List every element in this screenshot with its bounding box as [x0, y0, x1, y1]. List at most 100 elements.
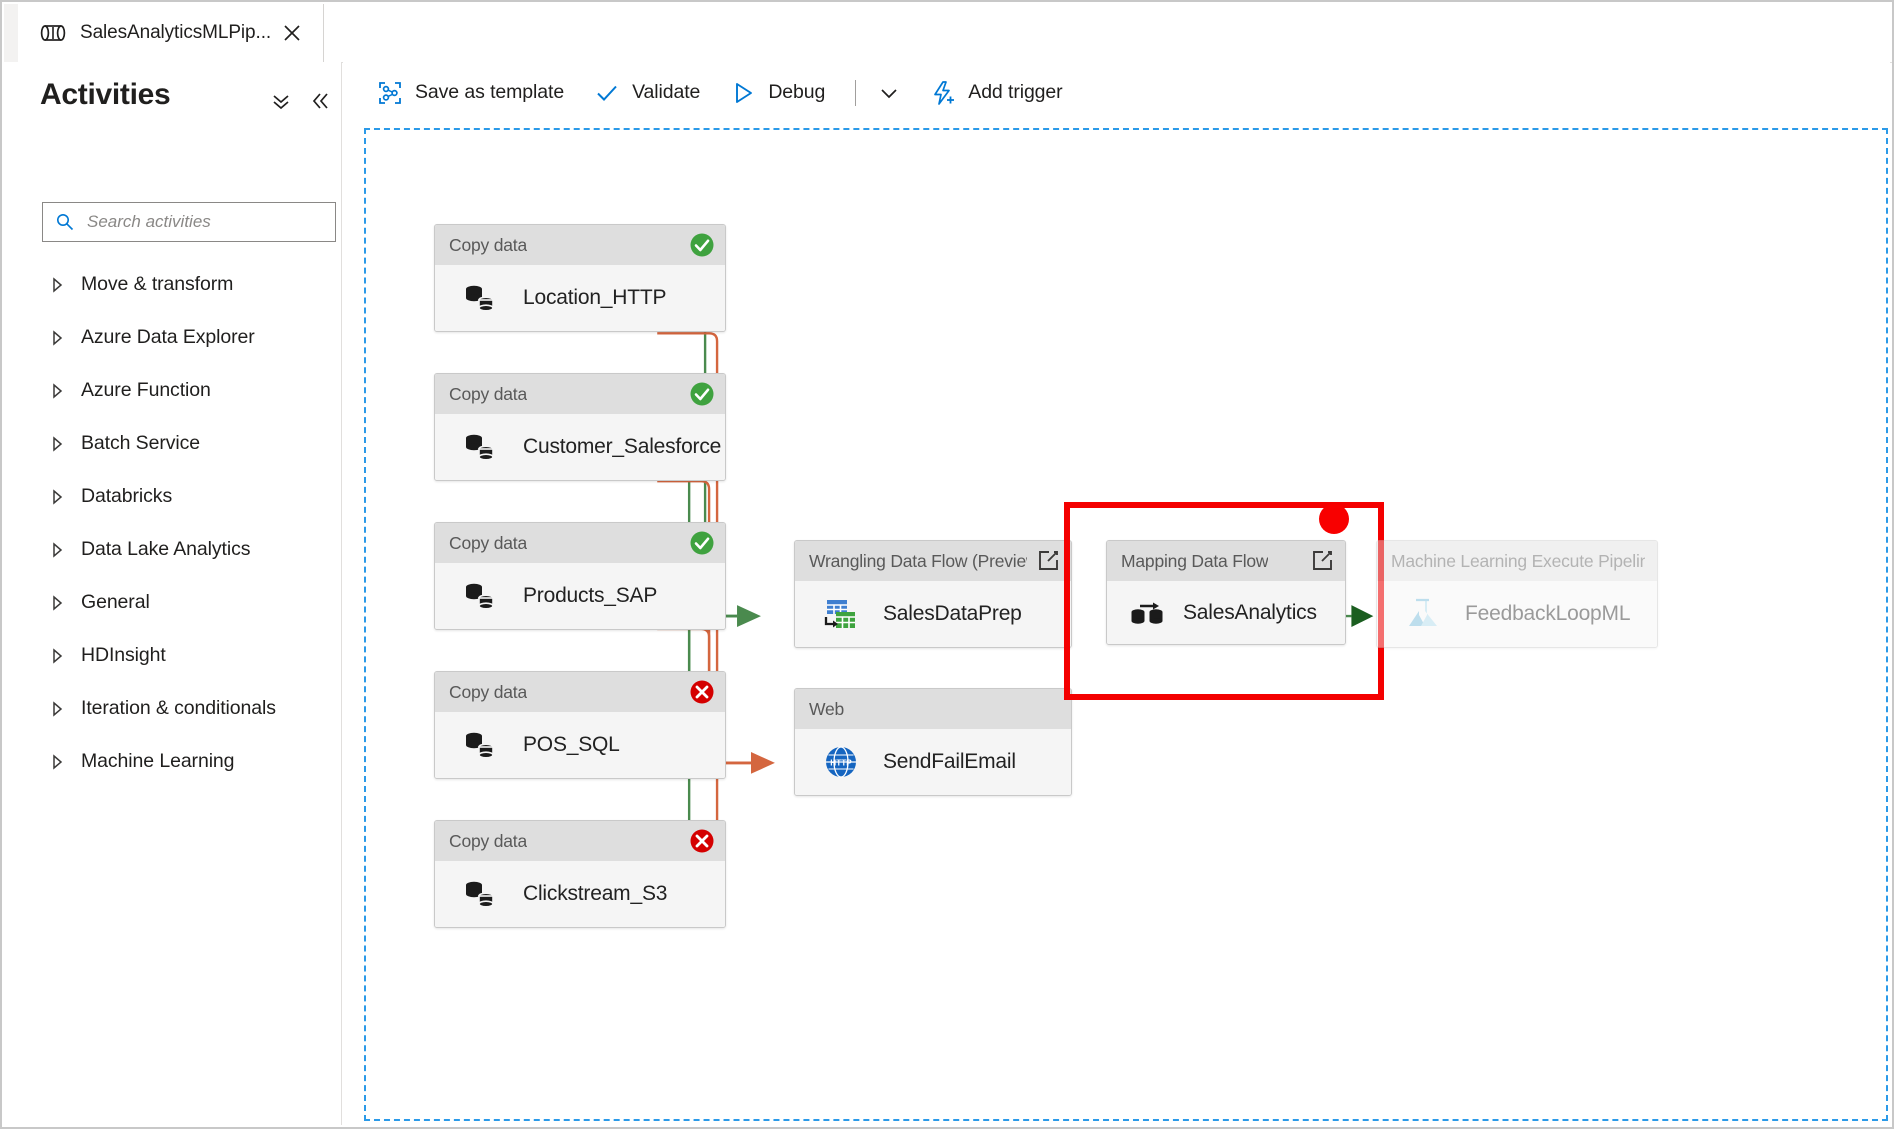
- node-name-label: SendFailEmail: [883, 750, 1016, 773]
- validate-button[interactable]: Validate: [582, 71, 712, 115]
- sidebar-item-azure-function[interactable]: Azure Function: [4, 364, 342, 417]
- node-body: SalesAnalytics: [1107, 581, 1345, 644]
- mapping-data-flow-icon: [1127, 593, 1167, 633]
- status-badge-success: [689, 232, 715, 258]
- node-body: Customer_Salesforce: [435, 414, 725, 480]
- debug-more-chevron-down-icon[interactable]: [868, 72, 910, 114]
- page-title: Activities: [40, 78, 171, 111]
- chevron-right-icon: [48, 594, 63, 611]
- sidebar-item-iteration-conditionals[interactable]: Iteration & conditionals: [4, 682, 342, 735]
- node-type-label: Wrangling Data Flow (Preview: [809, 550, 1027, 571]
- activity-node-pos-sql[interactable]: Copy data: [434, 671, 726, 779]
- sidebar-item-azure-data-explorer[interactable]: Azure Data Explorer: [4, 311, 342, 364]
- node-name-label: Customer_Salesforce: [523, 435, 722, 458]
- pipeline-toolbar: Save as template Validate Debug: [343, 62, 1890, 124]
- pipeline-canvas[interactable]: Copy data: [364, 128, 1888, 1121]
- arrowhead-into-feedbackloopml: [1351, 605, 1374, 627]
- arrowhead-into-sendfailemail: [750, 751, 775, 774]
- search-activities-box[interactable]: [42, 202, 336, 242]
- chevron-right-icon: [48, 382, 63, 399]
- node-body: FeedbackLoopML: [1377, 581, 1657, 647]
- activity-node-products-sap[interactable]: Copy data: [434, 522, 726, 630]
- activity-node-feedbackloopml[interactable]: Machine Learning Execute Pipeline Feedba…: [1376, 540, 1658, 648]
- activities-list: Move & transform Azure Data Explorer Azu…: [4, 258, 342, 788]
- search-icon: [55, 212, 75, 232]
- debug-label: Debug: [768, 81, 826, 103]
- chevron-right-icon: [48, 753, 63, 770]
- checkmark-icon: [594, 80, 620, 106]
- breakpoint-indicator[interactable]: [1319, 504, 1349, 534]
- node-name-label: SalesAnalytics: [1183, 601, 1317, 624]
- sidebar-item-label: Move & transform: [81, 273, 234, 295]
- node-name-label: FeedbackLoopML: [1465, 602, 1631, 625]
- sidebar-item-general[interactable]: General: [4, 576, 342, 629]
- node-name-label: Clickstream_S3: [523, 882, 668, 905]
- chevron-right-icon: [48, 329, 63, 346]
- activities-panel: Activities: [4, 62, 342, 1125]
- activity-node-salesdataprep[interactable]: Wrangling Data Flow (Preview: [794, 540, 1072, 648]
- copy-data-icon: [461, 427, 501, 467]
- play-icon: [730, 80, 756, 106]
- activity-node-sendfailemail[interactable]: Web HTTP SendFailEmail: [794, 688, 1072, 796]
- sidebar-item-batch-service[interactable]: Batch Service: [4, 417, 342, 470]
- validate-label: Validate: [632, 81, 701, 103]
- save-as-template-button[interactable]: Save as template: [365, 71, 576, 115]
- debug-button[interactable]: Debug: [718, 71, 837, 115]
- chevron-right-icon: [48, 276, 63, 293]
- arrowhead-into-salesdataprep: [737, 605, 761, 627]
- sidebar-item-label: Azure Data Explorer: [81, 326, 255, 348]
- collapse-all-icon[interactable]: [268, 88, 294, 114]
- copy-data-icon: [461, 278, 501, 318]
- node-type-label: Machine Learning Execute Pipeline: [1391, 550, 1645, 571]
- copy-data-icon: [461, 576, 501, 616]
- search-input[interactable]: [85, 211, 315, 233]
- open-external-icon[interactable]: [1309, 548, 1335, 574]
- open-external-icon[interactable]: [1035, 548, 1061, 574]
- activity-node-location-http[interactable]: Copy data: [434, 224, 726, 332]
- toolbar-divider: [855, 79, 857, 106]
- chevron-right-icon: [48, 541, 63, 558]
- node-header: Web: [795, 689, 1071, 729]
- sidebar-item-label: Data Lake Analytics: [81, 538, 251, 560]
- wrangling-data-flow-icon: [821, 594, 861, 634]
- sidebar-item-hdinsight[interactable]: HDInsight: [4, 629, 342, 682]
- close-icon[interactable]: [281, 22, 303, 44]
- node-header: Copy data: [435, 225, 725, 265]
- node-header: Copy data: [435, 374, 725, 414]
- node-body: Products_SAP: [435, 563, 725, 629]
- sidebar-item-label: Databricks: [81, 485, 173, 507]
- sidebar-item-move-transform[interactable]: Move & transform: [4, 258, 342, 311]
- copy-data-icon: [461, 874, 501, 914]
- chevron-right-icon: [48, 700, 63, 717]
- tab-salesanalyticsmlpipeline[interactable]: SalesAnalyticsMLPip...: [18, 4, 324, 62]
- pipeline-icon: [40, 22, 66, 44]
- node-type-label: Copy data: [449, 234, 527, 255]
- node-body: Location_HTTP: [435, 265, 725, 331]
- activity-node-customer-salesforce[interactable]: Copy data: [434, 373, 726, 481]
- add-trigger-button[interactable]: Add trigger: [918, 71, 1074, 115]
- collapse-panel-icon[interactable]: [306, 88, 332, 114]
- activity-node-clickstream-s3[interactable]: Copy data: [434, 820, 726, 928]
- save-as-template-label: Save as template: [415, 81, 565, 103]
- node-body: Clickstream_S3: [435, 861, 725, 927]
- sidebar-item-label: Batch Service: [81, 432, 201, 454]
- tab-strip-empty-area: [324, 4, 1892, 62]
- sidebar-item-databricks[interactable]: Databricks: [4, 470, 342, 523]
- save-as-template-icon: [377, 80, 403, 106]
- sidebar-item-label: Azure Function: [81, 379, 211, 401]
- sidebar-item-label: Iteration & conditionals: [81, 697, 276, 719]
- sidebar-item-data-lake-analytics[interactable]: Data Lake Analytics: [4, 523, 342, 576]
- node-header: Copy data: [435, 523, 725, 563]
- node-header: Copy data: [435, 821, 725, 861]
- chevron-right-icon: [48, 435, 63, 452]
- web-http-icon: HTTP: [821, 742, 861, 782]
- status-badge-success: [689, 530, 715, 556]
- chevron-right-icon: [48, 647, 63, 664]
- activity-node-salesanalytics[interactable]: Mapping Data Flow: [1106, 540, 1346, 645]
- node-name-label: Location_HTTP: [523, 286, 667, 309]
- node-type-label: Copy data: [449, 830, 527, 851]
- node-header: Mapping Data Flow: [1107, 541, 1345, 581]
- sidebar-item-machine-learning[interactable]: Machine Learning: [4, 735, 342, 788]
- node-type-label: Copy data: [449, 681, 527, 702]
- chevron-right-icon: [48, 488, 63, 505]
